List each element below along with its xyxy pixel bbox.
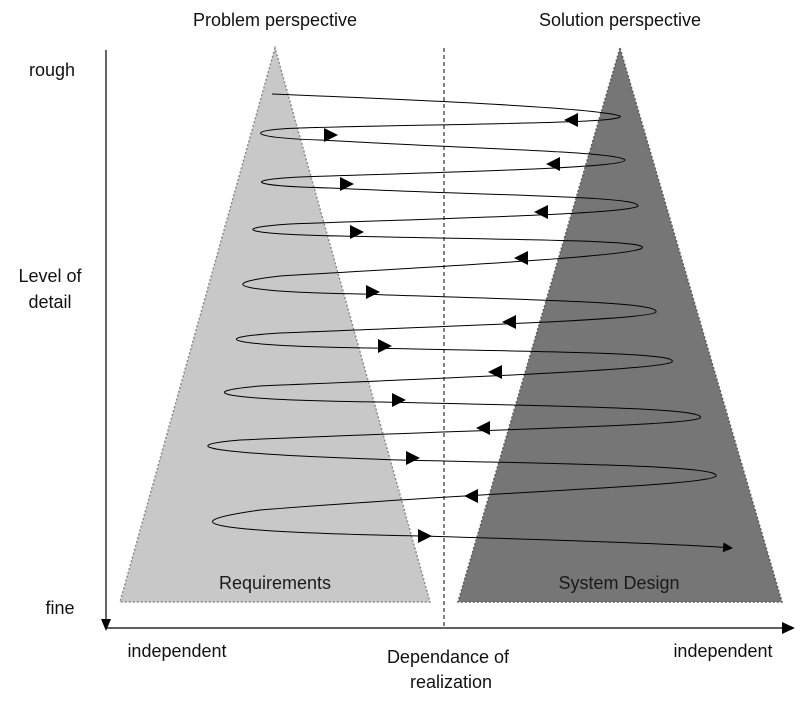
spiral-arrow <box>546 157 560 171</box>
requirements-label: Requirements <box>219 573 331 593</box>
system-design-triangle <box>456 45 784 603</box>
spiral-arrow <box>502 315 516 329</box>
spiral-arrow <box>324 128 338 142</box>
spiral-arrow <box>350 225 364 239</box>
y-axis-arrowhead <box>101 619 111 631</box>
spiral-arrow <box>392 393 406 407</box>
y-axis-title-line1: Level of <box>18 266 82 286</box>
x-axis-left-label: independent <box>127 641 226 661</box>
solution-perspective-label: Solution perspective <box>539 10 701 30</box>
spiral-arrow <box>534 205 548 219</box>
spiral-path <box>207 93 733 553</box>
y-axis-title-line2: detail <box>28 292 71 312</box>
spiral-arrow <box>488 365 502 379</box>
x-axis-title-line2: realization <box>410 672 492 692</box>
x-axis-title-line1: Dependance of <box>387 647 510 667</box>
spiral-arrow <box>418 529 432 543</box>
spiral-arrow <box>378 339 392 353</box>
spiral-arrow <box>464 489 478 503</box>
spiral-arrow <box>476 421 490 435</box>
y-axis-bottom-label: fine <box>45 598 74 618</box>
spiral-arrow <box>366 285 380 299</box>
system-design-label: System Design <box>558 573 679 593</box>
spiral-arrow <box>564 113 578 127</box>
spiral-arrow <box>514 251 528 265</box>
x-axis-right-label: independent <box>673 641 772 661</box>
y-axis-top-label: rough <box>29 60 75 80</box>
problem-perspective-label: Problem perspective <box>193 10 357 30</box>
requirements-triangle <box>119 45 431 603</box>
x-axis-arrowhead <box>782 622 795 634</box>
spiral-arrow <box>340 177 354 191</box>
spiral-arrow <box>406 451 420 465</box>
